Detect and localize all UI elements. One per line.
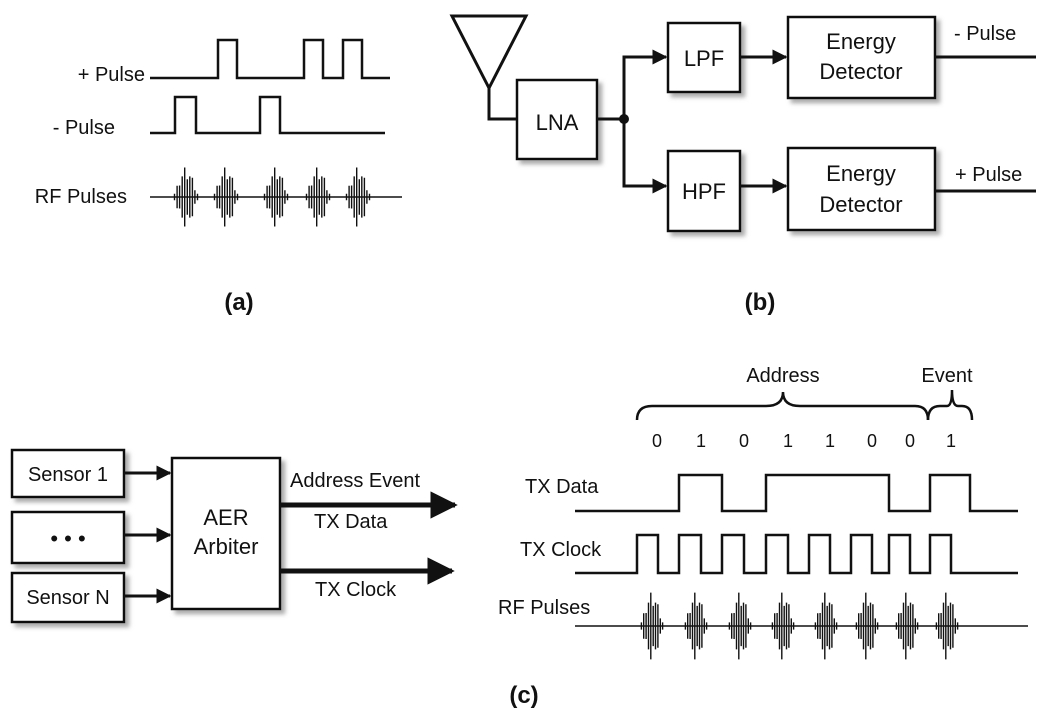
event-brace xyxy=(926,389,974,421)
minus-pulse-label: - Pulse xyxy=(53,117,115,139)
out-top-label: - Pulse xyxy=(954,23,1016,45)
tx-clock-output-label: TX Clock xyxy=(315,579,397,601)
lpf-label: LPF xyxy=(684,46,724,71)
energy-detector-bottom xyxy=(786,146,937,232)
tx-clock-waveform xyxy=(575,533,1018,575)
caption-a: (a) xyxy=(224,289,253,316)
caption-c: (c) xyxy=(509,682,538,709)
minus-pulse-waveform xyxy=(150,95,385,135)
energy-detector-top xyxy=(786,15,937,100)
rf-burst-a xyxy=(263,167,289,227)
bit-value: 0 xyxy=(905,431,915,451)
bit-value: 0 xyxy=(652,431,662,451)
sensor-n-label: Sensor N xyxy=(26,587,109,609)
rf-bursts-a xyxy=(173,167,371,227)
sensor-n-block xyxy=(10,571,126,624)
bit-value: 1 xyxy=(946,431,956,451)
detector-bottom-line1: Energy xyxy=(826,161,896,186)
rf-burst-a xyxy=(305,167,331,227)
address-brace xyxy=(635,391,930,421)
bit-value: 0 xyxy=(867,431,877,451)
arbiter-line2: Arbiter xyxy=(194,534,259,559)
lna-label: LNA xyxy=(536,110,579,135)
sensor-1-label: Sensor 1 xyxy=(28,464,108,486)
tx-clock-label: TX Clock xyxy=(520,539,602,561)
wire-to-lpf xyxy=(622,49,668,119)
sensor-dots-block xyxy=(10,510,126,565)
rf-burst-c xyxy=(684,592,708,660)
bit-values: 0 1 0 1 1 0 0 1 xyxy=(652,431,956,451)
hpf-block xyxy=(666,149,742,233)
bit-value: 0 xyxy=(739,431,749,451)
bit-value: 1 xyxy=(783,431,793,451)
sensor-dots-label: • • • xyxy=(50,526,85,551)
aer-arbiter-block xyxy=(170,456,282,611)
rf-bursts-c xyxy=(640,592,959,660)
address-event-label: Address Event xyxy=(290,470,421,492)
panel-b: LNA LPF HPF Energy Detector Energy Detec… xyxy=(449,14,1036,316)
detector-top-line1: Energy xyxy=(826,29,896,54)
detector-top-line2: Detector xyxy=(819,59,902,84)
plus-pulse-label: + Pulse xyxy=(78,64,145,86)
caption-b: (b) xyxy=(745,289,776,316)
antenna-icon xyxy=(449,14,529,92)
out-bottom-label: + Pulse xyxy=(955,164,1022,186)
rf-burst-a xyxy=(345,167,371,227)
rf-burst-c xyxy=(814,592,838,660)
rf-burst-c xyxy=(855,592,879,660)
arbiter-line1: AER xyxy=(203,505,248,530)
sensor-1-block xyxy=(10,448,126,499)
detector-bottom-line2: Detector xyxy=(819,192,902,217)
hpf-label: HPF xyxy=(682,179,726,204)
tx-data-output-label: TX Data xyxy=(314,511,388,533)
rf-pulses-label-a: RF Pulses xyxy=(35,186,127,208)
rf-burst-c xyxy=(640,592,664,660)
rf-burst-c xyxy=(728,592,752,660)
rf-burst-c xyxy=(771,592,795,660)
panel-a: + Pulse - Pulse RF Pulses (a) xyxy=(35,38,402,316)
tx-data-waveform xyxy=(575,473,1018,513)
panel-c: Sensor 1 • • • Sensor N AER Arbiter Addr… xyxy=(10,365,1028,709)
lna-block xyxy=(515,78,599,161)
antenna-feed xyxy=(487,88,517,121)
plus-pulse-waveform xyxy=(150,38,390,80)
tx-data-label: TX Data xyxy=(525,476,599,498)
bit-value: 1 xyxy=(825,431,835,451)
address-label: Address xyxy=(746,365,819,387)
bit-value: 1 xyxy=(696,431,706,451)
rf-burst-a xyxy=(213,167,239,227)
wire-to-hpf xyxy=(622,119,668,194)
event-label: Event xyxy=(921,365,973,387)
rf-burst-c xyxy=(895,592,919,660)
rf-burst-a xyxy=(173,167,199,227)
rf-pulses-label-c: RF Pulses xyxy=(498,597,590,619)
rf-burst-c xyxy=(935,592,959,660)
